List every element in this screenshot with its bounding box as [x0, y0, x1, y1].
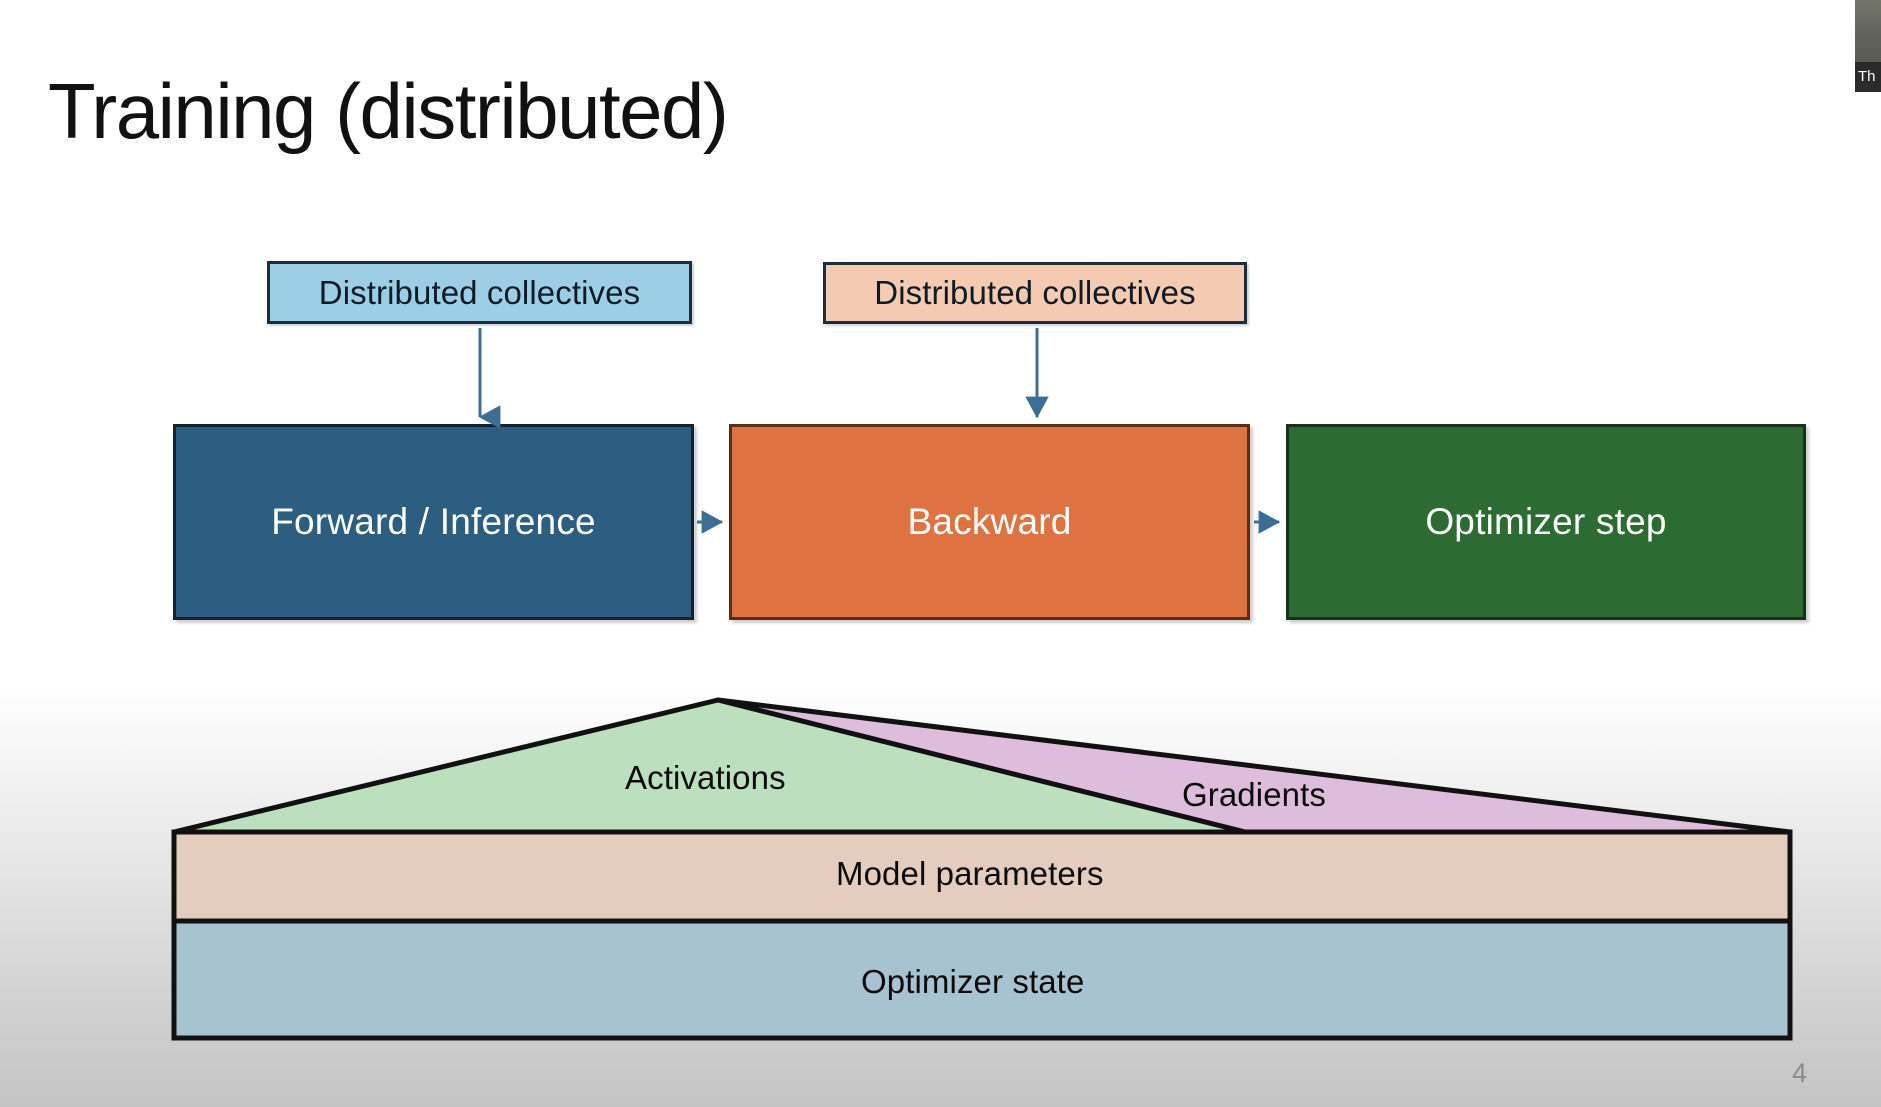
callout-label: Distributed collectives	[318, 273, 641, 311]
participant-video-tile[interactable]: Th	[1855, 0, 1881, 92]
stage-label: Backward	[907, 501, 1072, 542]
participant-video-feed	[1855, 0, 1881, 62]
callout-distributed-collectives-forward: Distributed collectives	[267, 261, 692, 324]
memory-layer-model-parameters	[171, 829, 1793, 924]
stage-backward: Backward	[729, 424, 1250, 620]
stage-forward-inference: Forward / Inference	[173, 424, 694, 620]
stage-label: Forward / Inference	[271, 501, 596, 542]
page-title: Training (distributed)	[48, 67, 729, 155]
memory-label-model-parameters: Model parameters	[836, 855, 1104, 892]
callout-distributed-collectives-backward: Distributed collectives	[823, 262, 1247, 324]
page-number: 4	[1791, 1058, 1807, 1088]
participant-name-label: Th	[1855, 62, 1881, 92]
stage-optimizer-step: Optimizer step	[1286, 424, 1806, 620]
stage-label: Optimizer step	[1425, 501, 1667, 542]
video-tile-divider	[1851, 0, 1855, 92]
callout-label: Distributed collectives	[874, 274, 1196, 311]
memory-layer-optimizer-state	[171, 918, 1793, 1041]
memory-label-optimizer-state: Optimizer state	[861, 963, 1085, 1000]
memory-label-activations: Activations	[625, 759, 786, 796]
memory-label-gradients: Gradients	[1182, 776, 1326, 813]
